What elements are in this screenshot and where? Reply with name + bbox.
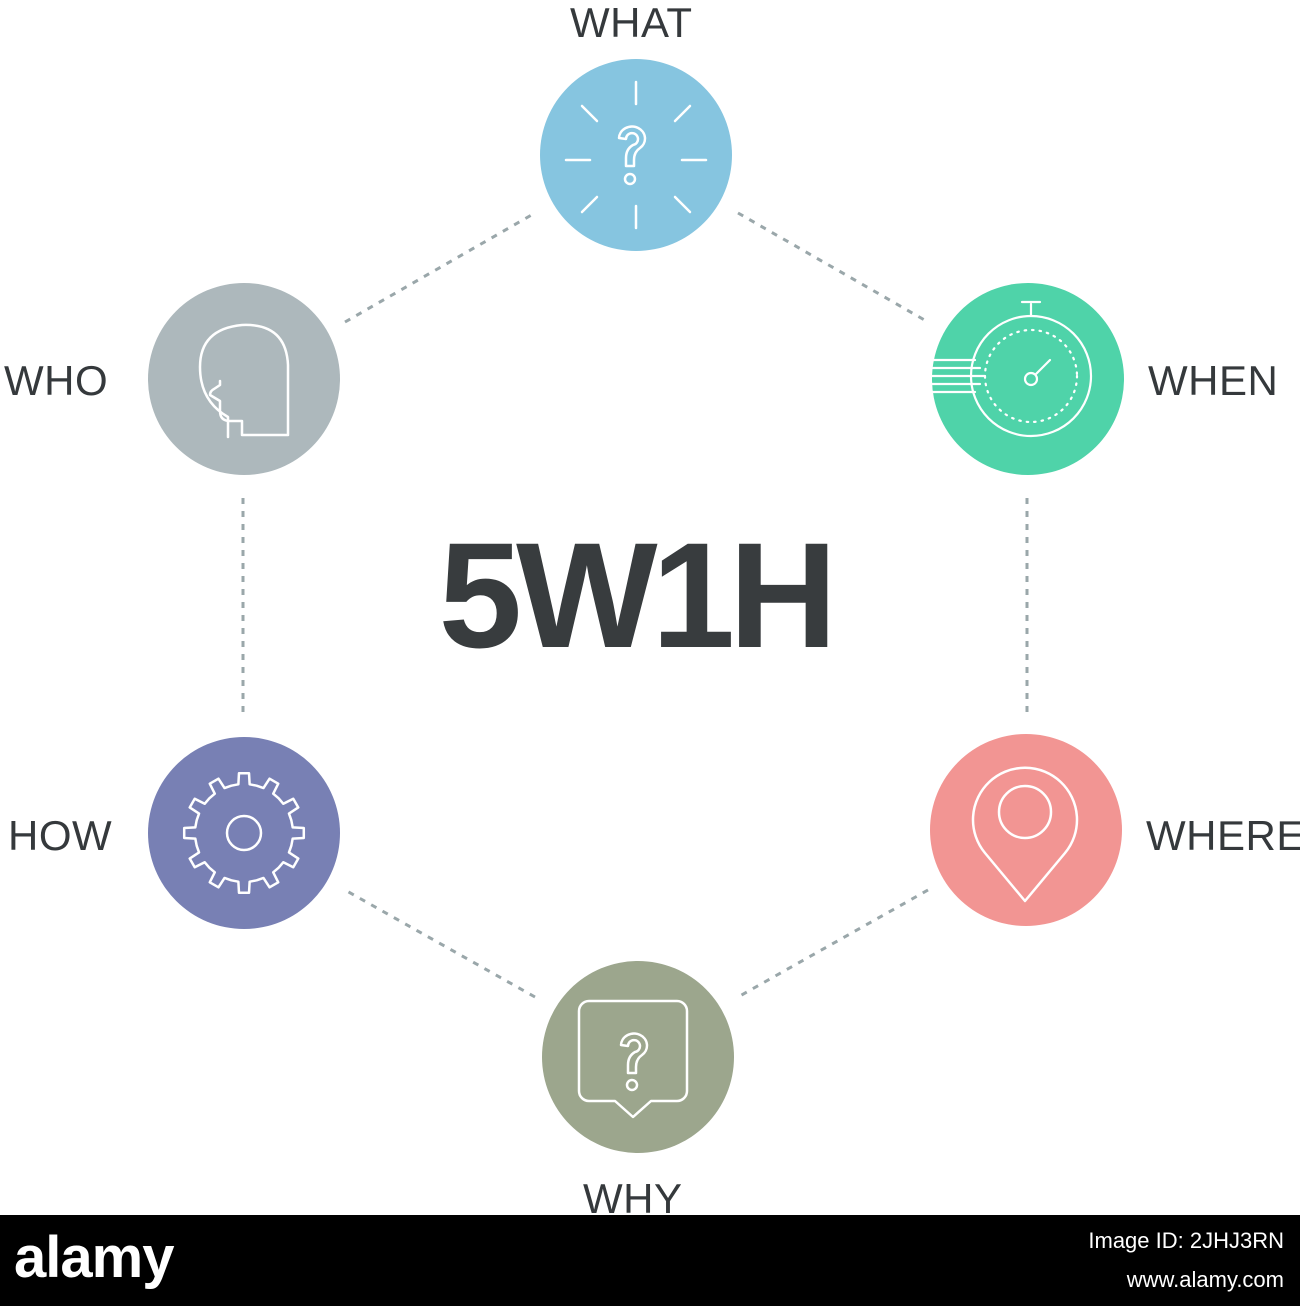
where-circle — [930, 734, 1122, 926]
who-circle — [148, 283, 340, 475]
diagram — [148, 59, 1124, 1153]
connectors — [241, 211, 1029, 999]
where-label: WHERE — [1146, 812, 1300, 859]
who-label: WHO — [4, 357, 109, 404]
site-url: www.alamy.com — [1126, 1267, 1284, 1292]
gear-icon — [182, 771, 306, 895]
stopwatch-icon — [930, 300, 1093, 438]
head-profile-icon — [198, 323, 290, 439]
how-label: HOW — [8, 812, 113, 859]
node-when — [930, 283, 1124, 475]
node-where — [930, 734, 1122, 926]
connector-what-when — [737, 211, 929, 324]
footer-bar: alamy Image ID: 2JHJ3RN www.alamy.com — [0, 1215, 1300, 1306]
brand-logo: alamy — [14, 1225, 174, 1290]
node-what — [540, 59, 732, 251]
connector-who-what — [344, 211, 536, 324]
node-how — [148, 737, 340, 929]
node-why — [542, 961, 734, 1153]
image-id: Image ID: 2JHJ3RN — [1088, 1228, 1284, 1253]
how-circle — [148, 737, 340, 929]
when-circle — [932, 283, 1124, 475]
question-speech-bubble-icon — [577, 999, 689, 1119]
connector-why-how — [344, 888, 536, 999]
connector-where-why — [737, 888, 929, 999]
node-who — [148, 283, 340, 475]
why-label: WHY — [583, 1175, 683, 1222]
what-label: WHAT — [570, 0, 693, 46]
question-burst-icon — [564, 80, 708, 230]
diagram-title: 5W1H — [438, 511, 838, 679]
location-pin-icon — [971, 766, 1079, 903]
when-label: WHEN — [1148, 357, 1279, 404]
